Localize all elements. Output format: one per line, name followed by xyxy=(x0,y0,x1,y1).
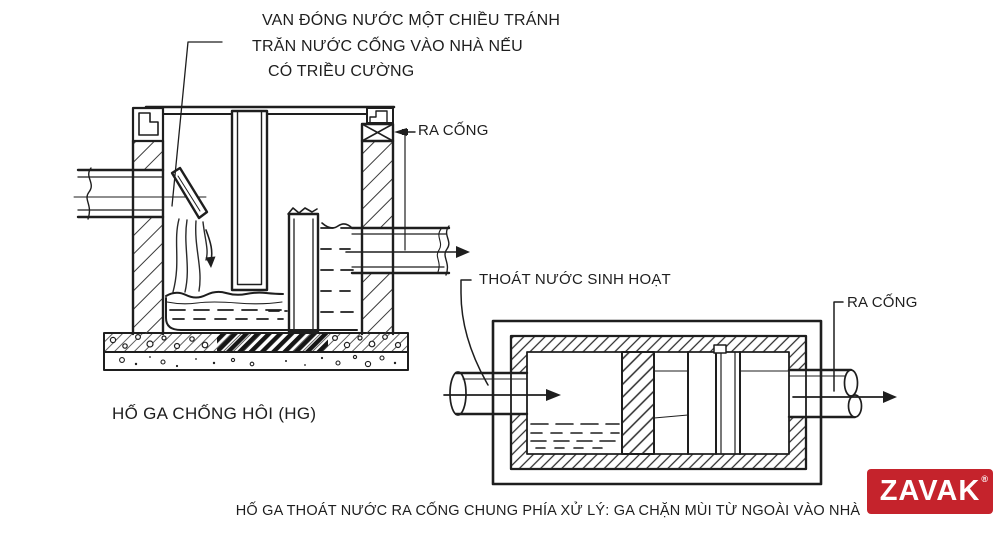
label-ra-cong-right: RA CỐNG xyxy=(847,294,918,311)
leader-thoat-nuoc xyxy=(460,279,489,386)
water-curtain xyxy=(172,218,208,293)
flow-arrow-out-right xyxy=(792,391,897,403)
leader-valve-annotation xyxy=(171,41,223,207)
left-tank-drawing xyxy=(73,41,470,371)
internal-partitions xyxy=(621,344,790,455)
valve-annotation-line3: CÓ TRIỀU CƯỜNG xyxy=(268,63,415,80)
valve-annotation-line1: VAN ĐÓNG NƯỚC MỘT CHIỀU TRÁNH xyxy=(262,12,561,29)
inlet-pipe xyxy=(73,167,207,220)
water-level-right xyxy=(530,423,620,449)
outlet-pipe xyxy=(321,222,451,276)
registered-mark: ® xyxy=(981,474,988,484)
tank-walls xyxy=(131,139,395,336)
inlet-pipe-right xyxy=(449,371,529,416)
flow-arrow-down xyxy=(205,229,216,268)
label-thoat-nuoc-sinh-hoat: THOÁT NƯỚC SINH HOẠT xyxy=(479,271,671,288)
central-baffle xyxy=(230,109,269,292)
right-tank-drawing xyxy=(443,279,897,486)
leader-ra-cong-top xyxy=(394,128,416,251)
outlet-pipe-right xyxy=(787,368,863,419)
zavak-logo-text: ZAVAK xyxy=(879,475,981,507)
valve-annotation: VAN ĐÓNG NƯỚC MỘT CHIỀU TRÁNH TRĂN NƯỚC … xyxy=(252,8,560,85)
flow-arrow-in-right xyxy=(443,389,561,401)
base-slab xyxy=(103,332,409,371)
one-way-valve-flap xyxy=(170,166,209,220)
second-baffle xyxy=(287,207,320,334)
zavak-logo: ZAVAK ® xyxy=(867,469,993,514)
vent-box xyxy=(360,122,395,143)
label-ra-cong-top: RA CỐNG xyxy=(418,122,489,139)
caption-left-diagram: HỐ GA CHỐNG HÔI (HG) xyxy=(112,404,317,423)
inner-cavity xyxy=(526,351,790,455)
flow-arrow-out-left xyxy=(345,246,470,258)
leader-ra-cong-right xyxy=(833,301,844,392)
valve-annotation-line2: TRĂN NƯỚC CỐNG VÀO NHÀ NẾU xyxy=(252,37,523,55)
caption-bottom: HỐ GA THOÁT NƯỚC RA CỐNG CHUNG PHÍA XỬ L… xyxy=(235,503,861,519)
